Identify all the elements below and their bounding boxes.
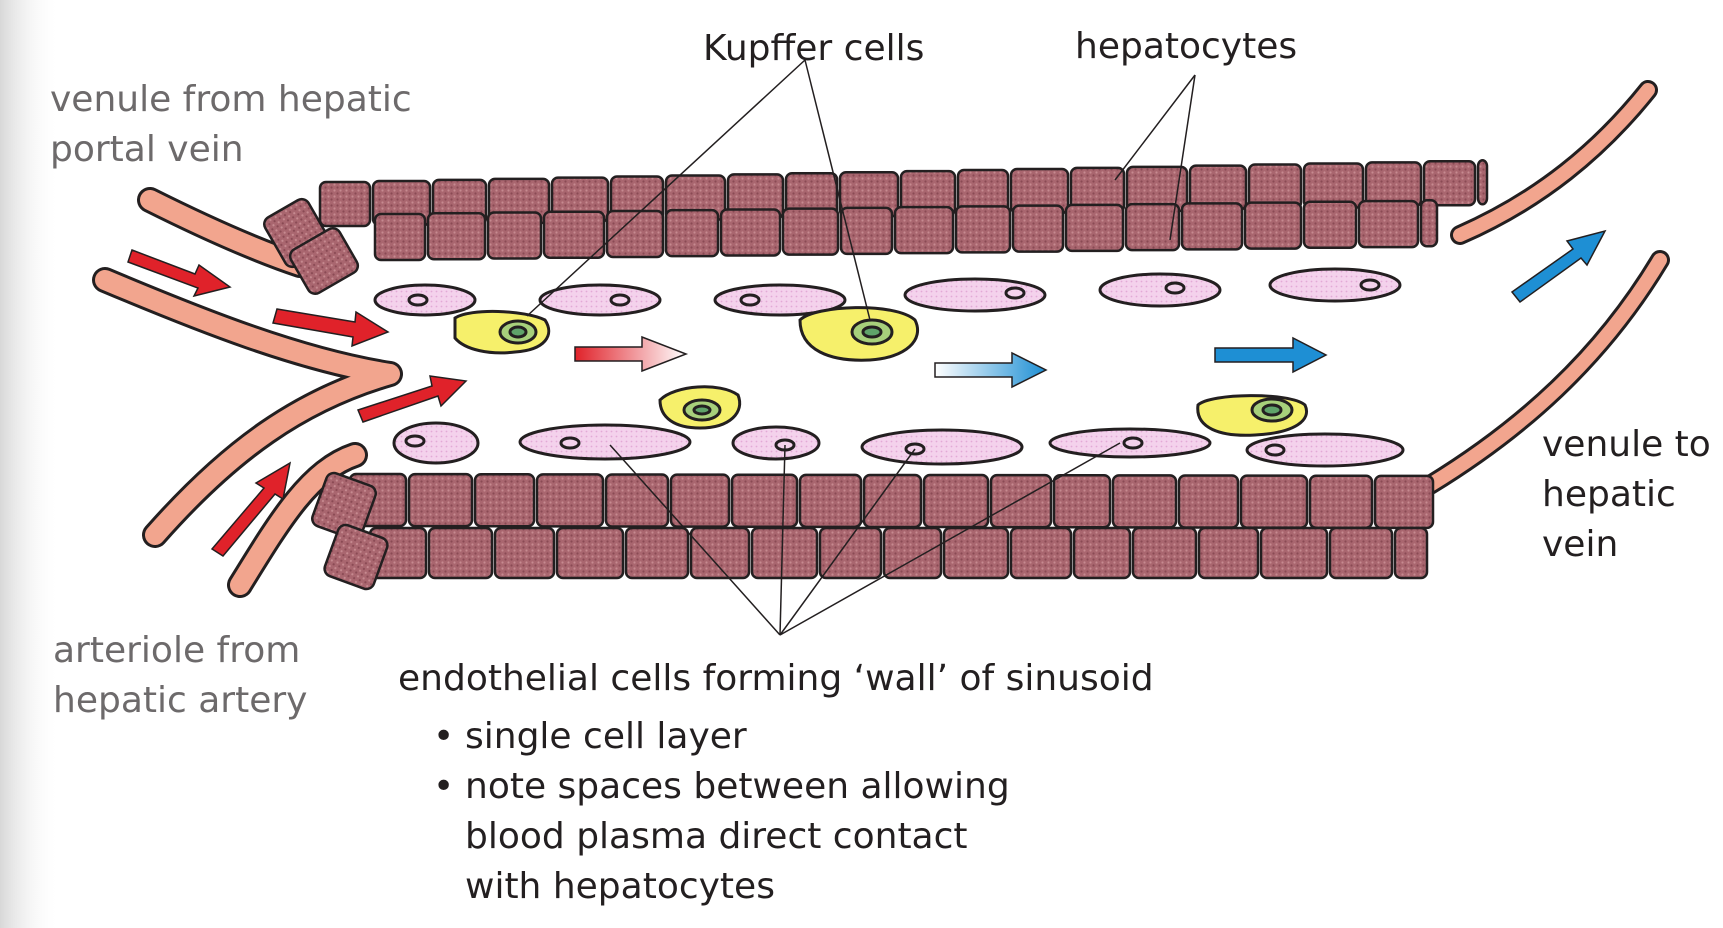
hepatocyte	[1113, 475, 1176, 527]
hepatocyte	[544, 212, 604, 258]
note-text: single cell layer	[465, 712, 747, 762]
hepatocyte	[841, 208, 892, 254]
hepatocyte	[1359, 201, 1418, 247]
endothelial-notes: • single cell layer • note spaces betwee…	[433, 712, 1010, 912]
note-item: • note spaces between allowing blood pla…	[433, 762, 1010, 912]
hepatocyte	[488, 213, 541, 259]
mixed-flow-arrow	[935, 353, 1046, 387]
hepatocyte	[1245, 203, 1301, 249]
endothelial-cell	[733, 427, 819, 459]
hepatocyte	[1395, 528, 1427, 578]
hepatocyte	[1054, 475, 1110, 527]
mixed-flow-arrow	[575, 337, 686, 371]
hepatocyte	[1421, 200, 1437, 246]
hepatocyte	[1424, 161, 1475, 205]
hepatocyte	[1330, 528, 1392, 578]
kupffer-cell	[1198, 396, 1307, 436]
hepatocyte	[320, 182, 370, 226]
hepatocyte	[1304, 202, 1356, 248]
kupffer-cell	[660, 387, 740, 428]
kupffer-cell	[800, 308, 918, 361]
endothelial-cell	[905, 279, 1045, 311]
hepatocyte	[944, 528, 1008, 578]
hepatocyte	[475, 474, 534, 526]
hepatocyte	[1310, 476, 1372, 528]
hepatocyte	[991, 475, 1051, 527]
hepatocyte	[1182, 203, 1242, 249]
endothelial-cell	[520, 425, 690, 459]
hepatocyte	[1375, 476, 1433, 528]
endothelial-cells-label: endothelial cells forming ‘wall’ of sinu…	[398, 654, 1154, 704]
hepatic-vein-label: venule to hepatic vein	[1542, 420, 1711, 570]
hepatocyte	[1179, 476, 1238, 528]
endothelial-cell	[375, 285, 475, 315]
hepatocyte	[1199, 528, 1258, 578]
venous-flow-arrow	[1512, 231, 1605, 302]
hepatocyte	[1066, 205, 1123, 251]
hepatocyte	[1133, 528, 1196, 578]
hepatocyte	[800, 475, 861, 527]
hepatocyte	[783, 209, 838, 255]
bullet: •	[433, 712, 465, 762]
hepatocyte	[1126, 204, 1179, 250]
endothelial-cell	[1270, 269, 1400, 301]
hepatocyte	[1013, 206, 1063, 252]
hepatocyte	[721, 209, 780, 255]
hepatocyte	[428, 213, 485, 259]
hepatocyte	[924, 475, 988, 527]
hepatocyte	[1261, 528, 1327, 578]
hepatocyte	[1478, 160, 1487, 204]
endothelial-cell	[1050, 429, 1210, 457]
venous-flow-arrow	[1215, 338, 1326, 372]
bullet: •	[433, 762, 465, 912]
note-item: • single cell layer	[433, 712, 1010, 762]
hepatocyte	[626, 528, 688, 578]
hepatocyte	[895, 207, 953, 253]
hepatocyte	[671, 475, 729, 527]
hepatocyte	[429, 528, 492, 578]
kupffer-cells	[455, 308, 1307, 436]
hepatocyte	[864, 475, 921, 527]
endothelial-cell	[1247, 434, 1403, 466]
hepatocyte	[691, 528, 749, 578]
endothelial-cell	[540, 285, 660, 315]
portal-venule-label: venule from hepatic portal vein	[50, 75, 412, 175]
endothelial-cell	[394, 423, 478, 463]
hepatocyte	[1074, 528, 1130, 578]
hepatocytes-label: hepatocytes	[1075, 22, 1297, 72]
hepatocyte-plate-bottom	[310, 471, 1433, 591]
hepatocyte	[1366, 162, 1421, 206]
hepatocyte	[1241, 476, 1307, 528]
note-text: note spaces between allowing blood plasm…	[465, 762, 1010, 912]
hepatocyte	[495, 528, 554, 578]
hepatocyte	[820, 528, 881, 578]
endothelial-cell	[1100, 274, 1220, 306]
hepatocyte	[666, 210, 718, 256]
hepatocyte	[537, 474, 603, 526]
arteriole-label: arteriole from hepatic artery	[53, 626, 307, 726]
kupffer-cells-label: Kupffer cells	[703, 24, 924, 74]
hepatocyte	[956, 206, 1010, 252]
hepatocyte	[1011, 528, 1071, 578]
endothelial-cell	[862, 430, 1022, 464]
hepatocyte	[732, 475, 797, 527]
kupffer-cell	[455, 311, 549, 352]
hepatocyte	[752, 528, 817, 578]
hepatocyte	[375, 214, 425, 260]
hepatocyte	[884, 528, 941, 578]
hepatocyte	[409, 474, 472, 526]
hepatocyte	[557, 528, 623, 578]
